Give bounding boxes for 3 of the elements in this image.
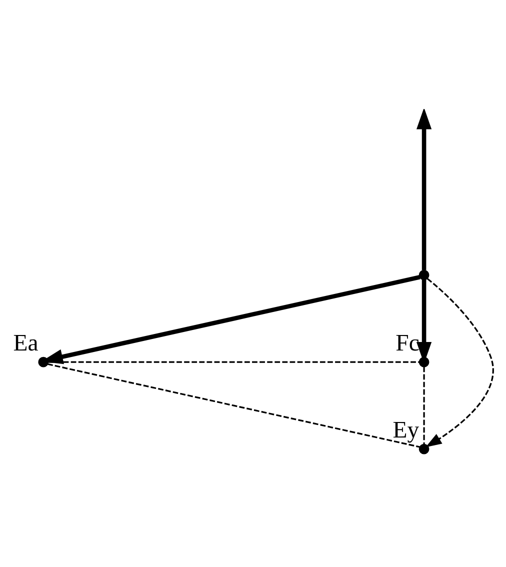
node-label: Fc (396, 330, 420, 357)
node-label: Ey (392, 417, 420, 444)
node-label: Ea (13, 330, 38, 357)
